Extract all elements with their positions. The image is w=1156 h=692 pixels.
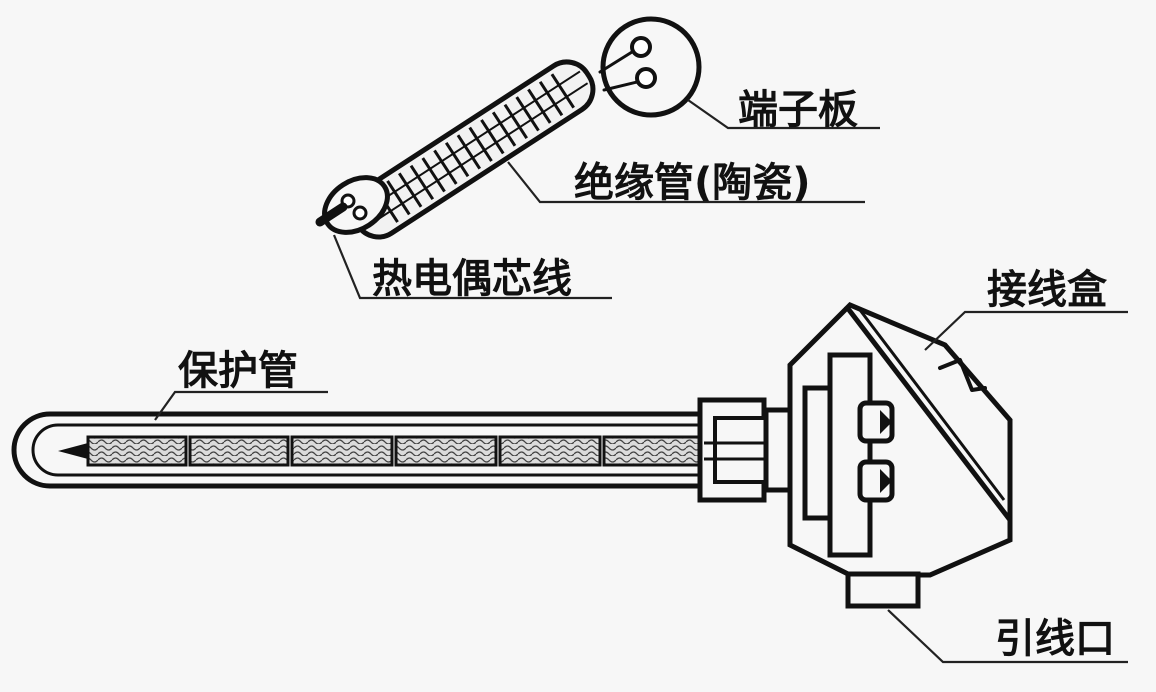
insulation-tube-leader (507, 161, 865, 204)
terminal-board-disk (600, 16, 702, 118)
label-terminal-board: 端子板 (738, 87, 858, 133)
lead-outlet-drawing (845, 571, 921, 609)
label-protection-tube: 保护管 (178, 348, 298, 394)
thermocouple-element (315, 16, 702, 240)
hot-junction-tip (315, 202, 348, 227)
junction-point (58, 443, 88, 459)
tube-end-cap (322, 175, 390, 235)
insulation-tube-drawing (349, 59, 596, 240)
label-thermocouple-wire: 热电偶芯线 (372, 256, 572, 302)
terminal-board-leader (687, 99, 880, 130)
lead-outlet-leader (887, 609, 1128, 664)
label-junction-box: 接线盒 (987, 267, 1108, 313)
thermocouple-assembly (11, 302, 1013, 609)
junction-box-leader (924, 310, 1128, 351)
label-lead-outlet: 引线口 (995, 616, 1115, 662)
protection-tube-leader (154, 390, 328, 421)
label-insulation-tube: 绝缘管(陶瓷) (574, 160, 811, 206)
thermocouple-wire-leader (332, 234, 612, 300)
